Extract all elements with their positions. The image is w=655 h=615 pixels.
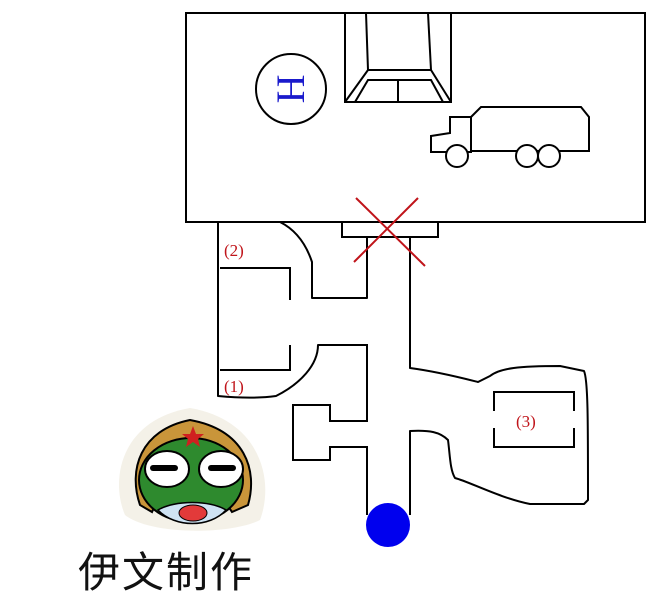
author-caption: 伊文制作 bbox=[78, 548, 255, 597]
label-room-1: (1) bbox=[224, 377, 244, 396]
label-room-3: (3) bbox=[516, 412, 536, 431]
yard-area: H bbox=[185, 12, 646, 223]
truck-icon bbox=[430, 106, 590, 168]
helipad-letter: H bbox=[269, 75, 314, 104]
garage-icon bbox=[344, 12, 452, 103]
blocked-x-icon bbox=[353, 197, 426, 267]
label-room-2: (2) bbox=[224, 241, 244, 260]
player-dot-icon bbox=[366, 503, 410, 547]
building-walls bbox=[217, 221, 589, 515]
mascot-frog-icon bbox=[118, 408, 266, 531]
helipad-icon: H bbox=[255, 53, 327, 125]
gate-wall bbox=[341, 221, 439, 238]
yard-wall bbox=[185, 12, 646, 223]
